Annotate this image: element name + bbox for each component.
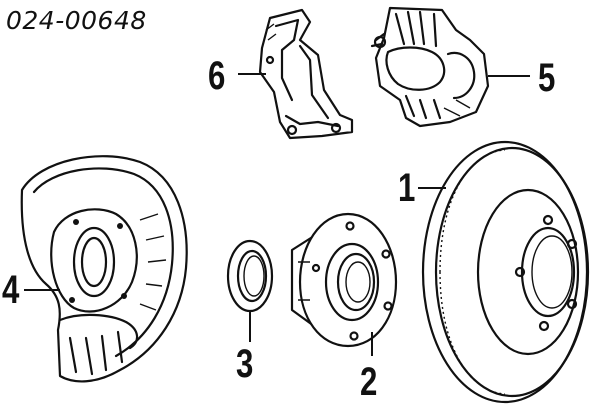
callout-6: 6 (208, 54, 226, 98)
seal-ring (226, 239, 274, 313)
callout-5: 5 (538, 56, 556, 100)
callout-2: 2 (360, 360, 378, 404)
brake-disc (421, 140, 590, 404)
part-code: 024-00648 (6, 6, 147, 35)
caliper-bracket (258, 8, 354, 140)
callout-3: 3 (236, 342, 254, 386)
callout-1: 1 (398, 166, 416, 210)
brake-caliper (370, 6, 490, 128)
callout-4: 4 (2, 268, 20, 312)
dust-shield (20, 155, 188, 383)
wheel-hub (290, 212, 398, 348)
